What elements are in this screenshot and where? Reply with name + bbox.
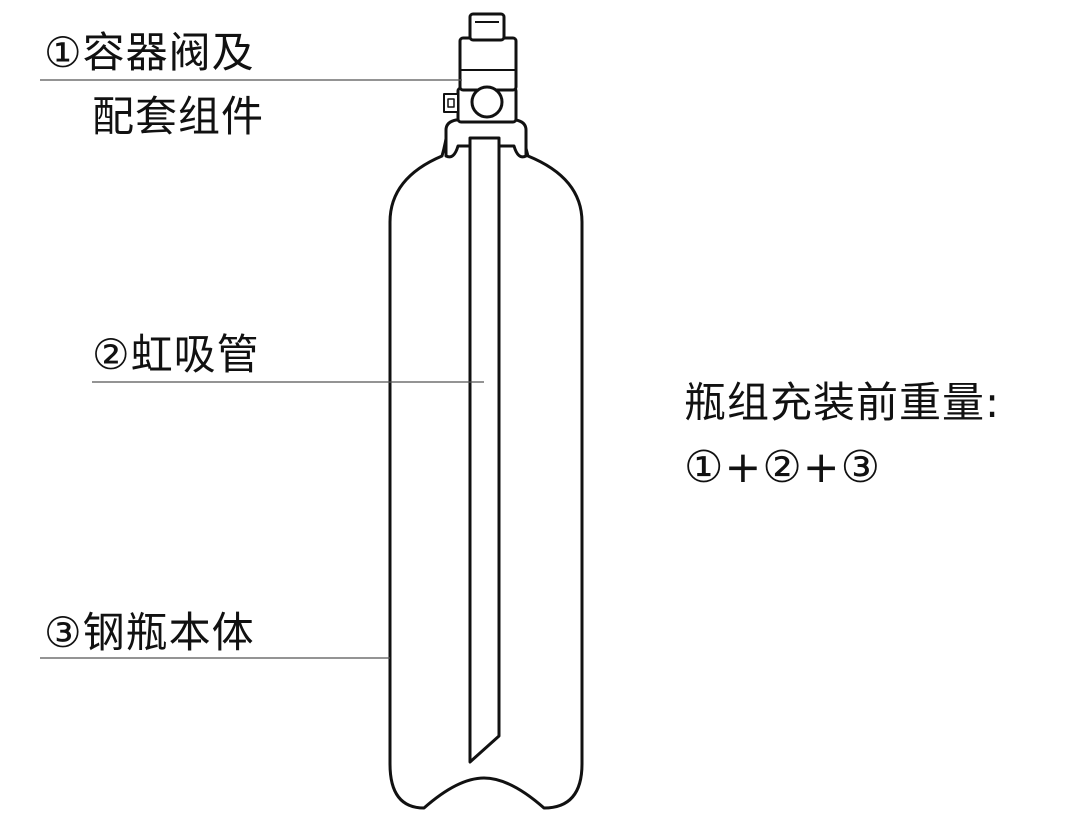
label-valve-assembly-line2: 配套组件	[92, 92, 265, 141]
summary-title: 瓶组充装前重量:	[684, 378, 1001, 427]
siphon-tube	[468, 136, 501, 764]
summary-formula: ①+②+③	[684, 442, 882, 493]
label-cylinder-body: ③钢瓶本体	[44, 608, 255, 657]
valve-port	[470, 85, 504, 119]
label-valve-assembly: ①容器阀及	[44, 28, 255, 77]
label-siphon-tube: ②虹吸管	[92, 330, 260, 379]
valve-cap	[468, 12, 506, 42]
valve-body	[458, 36, 518, 92]
